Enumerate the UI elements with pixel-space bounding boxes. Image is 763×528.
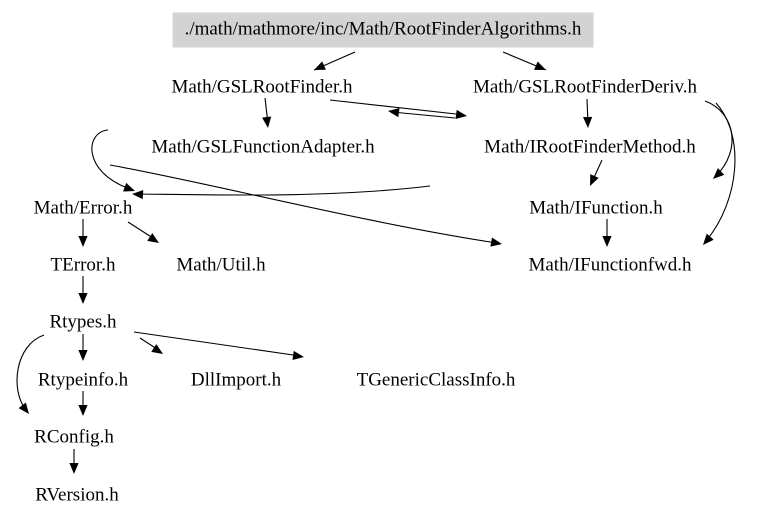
graph-edge-irootfindermeth-to-gslfuncadapter [391,111,456,119]
graph-node-rconfig[interactable]: RConfig.h [34,426,114,448]
graph-node-gslrootfinder[interactable]: Math/GSLRootFinder.h [171,76,353,98]
graph-node-gslrfderiv[interactable]: Math/GSLRootFinderDeriv.h [472,76,698,98]
arrowhead-gslrfderiv-to-ifunctionfwd [703,233,714,245]
arrowhead-gslfuncadapter-to-ifunctionfwd [490,237,502,247]
graph-node-rversion[interactable]: RVersion.h [35,484,119,506]
arrowhead-rtypes-to-rtypeinfo [78,350,88,361]
arrowhead-matherror-to-mathutil [147,233,159,243]
graph-node-terror[interactable]: TError.h [50,254,116,276]
arrowhead-gslfuncadapter-to-matherror [123,182,135,192]
arrowhead-matherror-to-terror [78,236,88,247]
arrowhead-gslrfderiv-to-ifunction [713,168,725,179]
arrowhead-irootfindermeth-to-ifunction [590,174,599,186]
arrowhead-rtypes-to-tgenericclass [292,350,304,361]
arrowhead-rtypes-to-rconfig [18,402,29,414]
edges-group [16,51,736,474]
graph-node-mathutil[interactable]: Math/Util.h [176,254,266,276]
graph-edge-gslrfderiv-to-ifunctionfwd [705,102,736,242]
graph-node-rtypes[interactable]: Rtypes.h [49,311,117,333]
arrowhead-root-to-gslrootfinder [314,61,326,70]
graph-edge-rtypes-to-tgenericclass [133,331,301,357]
graph-node-gslfuncadapter[interactable]: Math/GSLFunctionAdapter.h [151,136,375,158]
arrowhead-gslrfderiv-to-irootfindermeth [583,116,593,128]
arrowhead-rtypes-to-dllimport [151,344,163,354]
graph-node-matherror[interactable]: Math/Error.h [33,197,133,219]
arrowhead-rconfig-to-rversion [69,463,79,474]
graph-edge-gslfuncadapter-to-matherror [91,129,131,190]
arrowhead-terror-to-rtypes [78,293,88,304]
graph-node-root[interactable]: ./math/mathmore/inc/Math/RootFinderAlgor… [172,12,594,48]
graph-node-ifunction[interactable]: Math/IFunction.h [529,197,663,219]
graph-node-tgenericclass[interactable]: TGenericClassInfo.h [356,369,516,391]
arrowhead-gslfuncadapter-to-matherror [132,189,144,200]
graph-edge-gslrootfinder-to-irootfindermeth [329,99,466,116]
graph-node-irootfindermeth[interactable]: Math/IRootFinderMethod.h [484,136,696,158]
arrowhead-rtypeinfo-to-rconfig [78,405,88,416]
graph-node-rtypeinfo[interactable]: Rtypeinfo.h [37,369,129,391]
graph-edge-gslfuncadapter-to-ifunctionfwd [109,164,498,244]
arrowhead-gslrootfinder-to-irootfindermeth [455,109,467,120]
arrowhead-ifunction-to-ifunctionfwd [602,236,612,247]
graph-node-dllimport[interactable]: DllImport.h [190,369,282,391]
graph-edge-rtypes-to-rconfig [16,334,45,411]
arrowhead-root-to-gslrfderiv [534,61,546,70]
arrowhead-gslrootfinder-to-gslfuncadapter [262,116,272,128]
graph-node-ifunctionfwd[interactable]: Math/IFunctionfwd.h [528,254,692,276]
graph-edge-gslrfderiv-to-ifunction [704,100,733,177]
arrowhead-irootfindermeth-to-gslfuncadapter [388,107,400,118]
graph-edge-gslfuncadapter-to-matherror [136,185,431,196]
